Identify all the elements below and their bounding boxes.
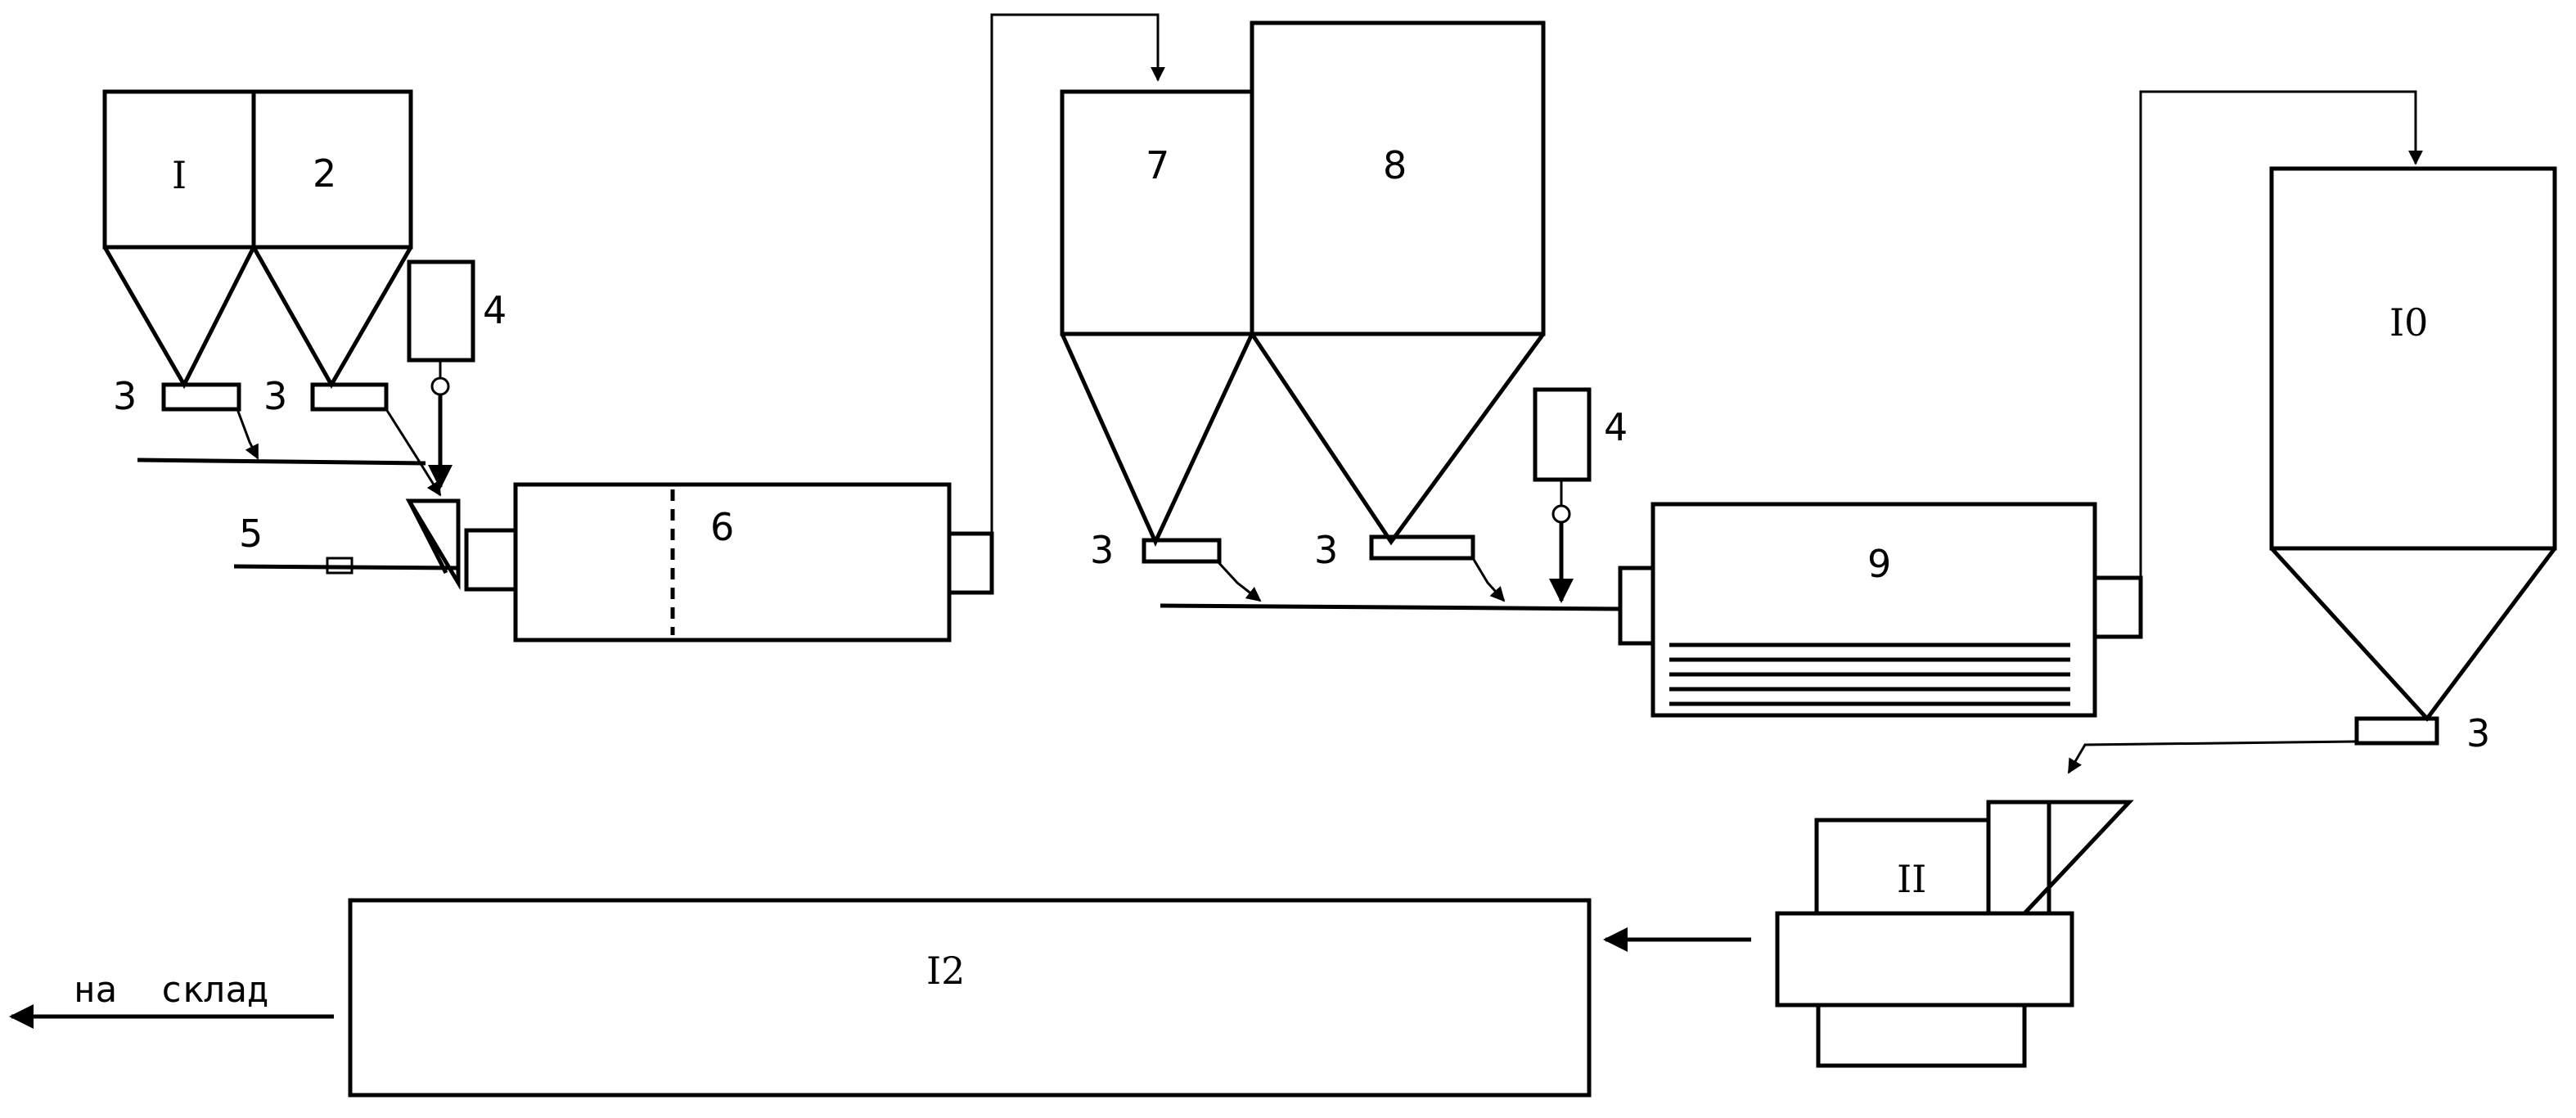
feeder-1-label: 3 — [113, 374, 137, 418]
hopper-8-label: 8 — [1383, 143, 1407, 187]
transport-line-6-7 — [990, 13, 1165, 591]
pipe-5 — [233, 564, 459, 570]
feeder-10-label: 3 — [2466, 711, 2490, 755]
hopper-1-label: I — [172, 153, 187, 197]
transport-line-9-10 — [2139, 90, 2423, 589]
feeder-10 — [2354, 716, 2439, 746]
silo-10-label: I0 — [2389, 300, 2428, 345]
pipe-5-label: 5 — [239, 512, 263, 556]
mill-6-funnel — [405, 498, 461, 591]
mill-9-label: 9 — [1867, 542, 1891, 586]
transport-line-10-11 — [2067, 740, 2358, 774]
feeder-8-label: 3 — [1314, 528, 1338, 572]
unit-12 — [348, 898, 1592, 1098]
hopper-7-label: 7 — [1146, 143, 1169, 187]
doser-4-left-label: 4 — [483, 288, 507, 332]
feeder-2-label: 3 — [263, 374, 287, 418]
hopper-2 — [251, 89, 413, 390]
feeder-1 — [161, 382, 241, 412]
mill-9 — [1618, 502, 2143, 718]
silo-10 — [2269, 166, 2557, 722]
hopper-8 — [1250, 20, 1546, 546]
feeder-7-label: 3 — [1090, 528, 1114, 572]
doser-4-right — [1533, 387, 1592, 482]
feed-arrow-8 — [1471, 557, 1506, 602]
doser-4-left — [407, 259, 475, 363]
to-warehouse-label: на склад — [74, 969, 268, 1011]
collector-line-2 — [1160, 603, 1623, 611]
collector-line-1 — [137, 458, 426, 466]
feeder-7 — [1142, 538, 1222, 564]
feed-arrow-2 — [385, 408, 442, 497]
hopper-2-label: 2 — [313, 151, 336, 196]
unit-11-label: II — [1897, 857, 1926, 901]
mill-6 — [464, 482, 994, 642]
feed-arrow-7 — [1216, 560, 1262, 602]
feeder-2 — [310, 382, 389, 412]
doser-4-right-label: 4 — [1604, 405, 1628, 449]
feed-arrow-1 — [236, 408, 259, 460]
feeder-8 — [1369, 534, 1475, 561]
unit-12-label: I2 — [926, 949, 965, 993]
hopper-1 — [102, 89, 256, 390]
unit-11 — [1775, 800, 2134, 1068]
mill-6-label: 6 — [710, 505, 734, 549]
